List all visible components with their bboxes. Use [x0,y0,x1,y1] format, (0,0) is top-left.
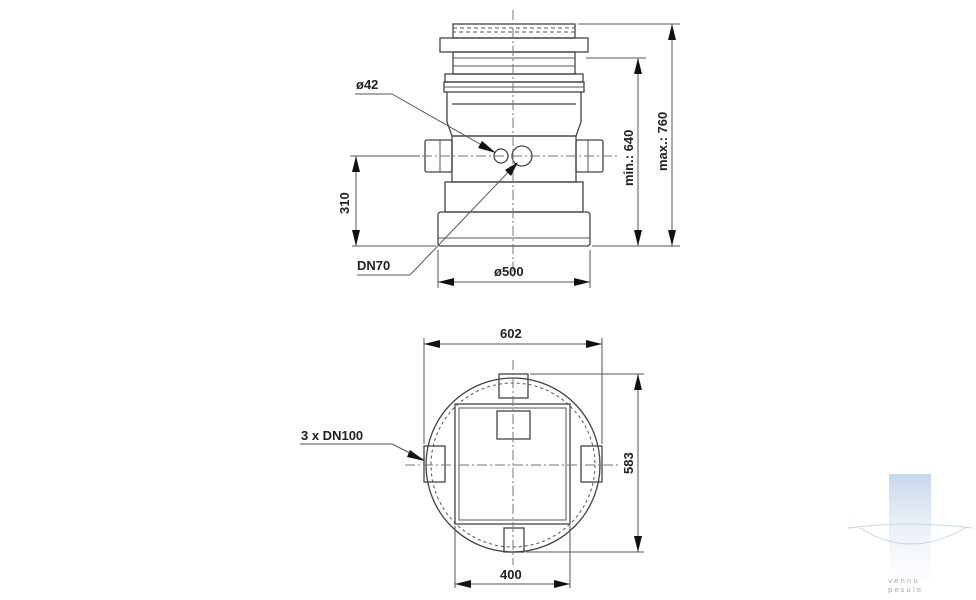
width-label: 602 [500,326,522,341]
side-view [350,10,620,280]
depth-label: 583 [621,452,636,474]
watermark-line2: pesule [888,586,923,594]
top-view [405,360,620,565]
min-height-label: min.: 640 [621,130,636,186]
side-dimensions [352,23,680,288]
top-dimensions [300,338,644,588]
diameter-label: ø500 [494,264,524,279]
grate-width-label: 400 [500,567,522,582]
cover-frame [439,37,589,53]
middle-body [451,135,577,183]
max-height-label: max.: 760 [655,112,670,171]
watermark-line1: vennu [888,577,920,585]
inlets-label: 3 x DN100 [301,428,363,443]
adapter-ring [444,73,584,83]
upper-body [446,92,582,137]
bottom-outlet-stub [503,527,525,553]
height-310-label: 310 [337,192,352,214]
outlet-label: DN70 [357,258,390,273]
base [437,211,591,247]
pipe-diameter-label: ø42 [356,77,378,92]
lower-body [444,181,584,213]
extension-collar [452,51,576,75]
left-inlet-pipe [423,445,446,483]
watermark-logo: vennu pesule [847,474,973,594]
cover-grate [452,23,576,39]
right-inlet-pipe [580,445,603,483]
